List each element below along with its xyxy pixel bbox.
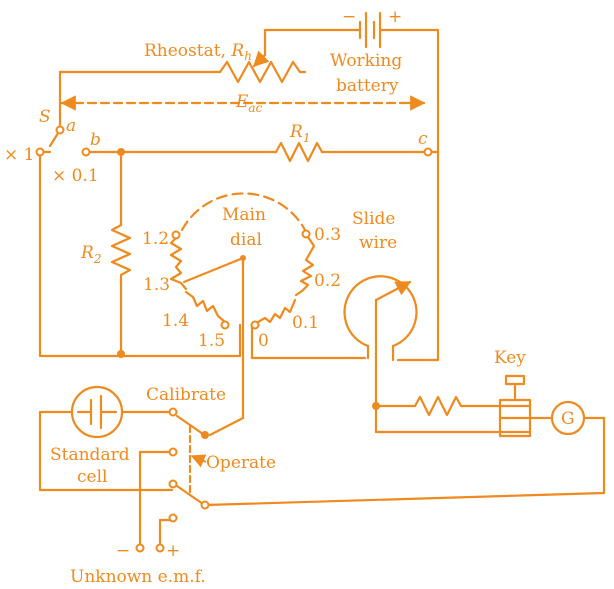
- dial-step-0-2: 0.2: [314, 271, 341, 291]
- label-key: Key: [494, 348, 526, 368]
- label-unknown-minus: −: [116, 541, 130, 561]
- label-a: a: [66, 116, 76, 136]
- operate-pointer-arrow: [190, 454, 207, 468]
- range-switch-s: [38, 128, 62, 358]
- standard-cell-loop: [38, 385, 174, 492]
- slide-wire: [343, 275, 418, 434]
- label-rheostat: Rheostat, Rh: [144, 41, 252, 63]
- resistor-r1-branch: [84, 141, 440, 163]
- junction-dots: [117, 148, 380, 439]
- label-unknown-plus: +: [166, 541, 180, 561]
- galvanometer-branch: [204, 395, 606, 507]
- label-working: Working: [330, 51, 402, 71]
- dial-step-1-4: 1.4: [162, 311, 189, 331]
- main-dial: [169, 192, 316, 437]
- label-eac: Eac: [235, 92, 263, 115]
- working-battery-symbol: [358, 11, 382, 49]
- label-r2: R2: [80, 243, 101, 266]
- label-standard: Standard: [50, 445, 130, 465]
- wire-dial-to-slidewire: [250, 323, 367, 360]
- label-b: b: [90, 130, 101, 150]
- label-battery-minus: −: [342, 7, 356, 27]
- label-battery: battery: [336, 76, 399, 96]
- label-battery-plus: +: [388, 7, 402, 27]
- push-key: [498, 374, 532, 438]
- label-main: Main: [222, 205, 266, 225]
- dial-step-0: 0: [258, 331, 269, 351]
- label-x01: × 0.1: [52, 166, 99, 186]
- label-c: c: [418, 129, 428, 149]
- dial-step-1-2: 1.2: [142, 229, 169, 249]
- label-cell: cell: [77, 467, 107, 487]
- label-operate: Operate: [206, 453, 276, 473]
- label-unknown-emf: Unknown e.m.f.: [70, 567, 206, 587]
- calibrate-operate-switch: [138, 414, 205, 550]
- terminals: [35, 125, 433, 553]
- dial-step-0-3: 0.3: [314, 225, 341, 245]
- working-battery-loop: [252, 28, 440, 362]
- label-galvanometer: G: [561, 409, 575, 429]
- rheostat-rh: [58, 60, 307, 84]
- label-calibrate: Calibrate: [146, 385, 226, 405]
- label-dial: dial: [230, 230, 262, 250]
- label-s: S: [39, 107, 51, 127]
- label-slide: Slide: [352, 209, 395, 229]
- label-wire: wire: [359, 233, 397, 253]
- dial-step-1-5: 1.5: [198, 331, 225, 351]
- label-x1: × 1: [4, 145, 34, 165]
- resistor-r2-branch: [38, 150, 242, 358]
- label-r1: R1: [289, 122, 310, 145]
- dial-step-1-3: 1.3: [143, 275, 170, 295]
- galvanometer: [550, 400, 586, 436]
- dial-step-0-1: 0.1: [292, 313, 319, 333]
